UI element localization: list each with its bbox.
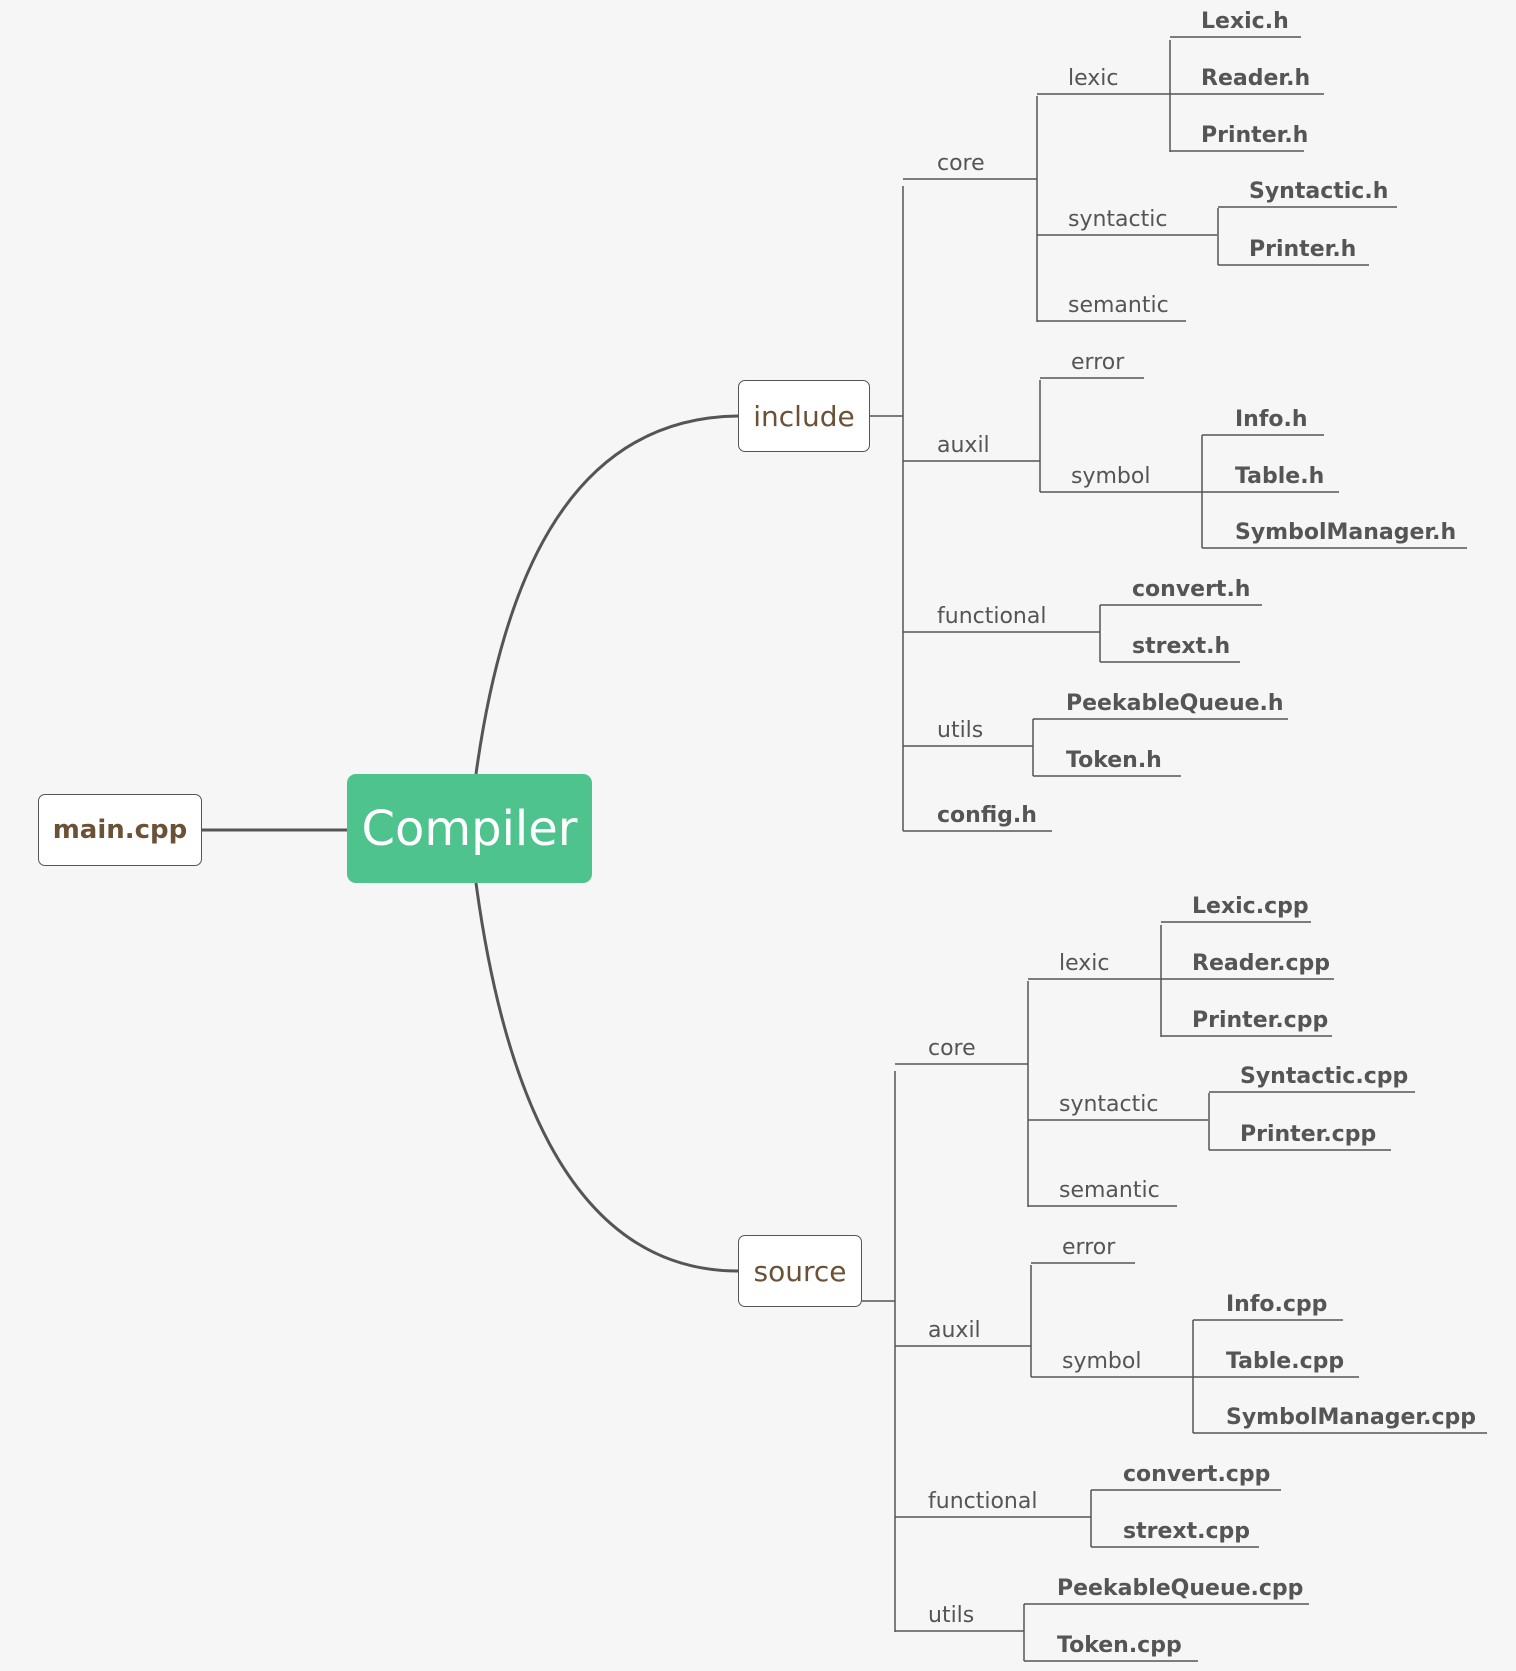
include-auxil[interactable]: auxil	[937, 433, 990, 458]
source-symbol-file-2[interactable]: SymbolManager.cpp	[1226, 1405, 1476, 1430]
include-functional-file-0[interactable]: convert.h	[1132, 577, 1250, 602]
source-auxil[interactable]: auxil	[928, 1318, 981, 1343]
node-include[interactable]: include	[738, 380, 870, 452]
include-lexic-file-1[interactable]: Reader.h	[1201, 66, 1310, 91]
source-core[interactable]: core	[928, 1036, 976, 1061]
source-symbol-file-0[interactable]: Info.cpp	[1226, 1292, 1327, 1317]
include-lexic-file-0[interactable]: Lexic.h	[1201, 9, 1289, 34]
source-error[interactable]: error	[1062, 1235, 1116, 1260]
include-functional-file-1[interactable]: strext.h	[1132, 634, 1230, 659]
include-syntactic-file-0[interactable]: Syntactic.h	[1249, 179, 1388, 204]
source-functional-file-0[interactable]: convert.cpp	[1123, 1462, 1270, 1487]
source-lexic-file-2[interactable]: Printer.cpp	[1192, 1008, 1328, 1033]
source-lexic[interactable]: lexic	[1059, 951, 1110, 976]
source-lexic-file-1[interactable]: Reader.cpp	[1192, 951, 1330, 976]
node-source[interactable]: source	[738, 1235, 862, 1307]
source-utils[interactable]: utils	[928, 1603, 974, 1628]
include-syntactic[interactable]: syntactic	[1068, 207, 1167, 232]
include-syntactic-file-1[interactable]: Printer.h	[1249, 237, 1356, 262]
root-node-compiler[interactable]: Compiler	[347, 774, 592, 883]
source-functional[interactable]: functional	[928, 1489, 1037, 1514]
source-syntactic-file-1[interactable]: Printer.cpp	[1240, 1122, 1376, 1147]
include-symbol-file-1[interactable]: Table.h	[1235, 464, 1324, 489]
include-lexic-file-2[interactable]: Printer.h	[1201, 123, 1308, 148]
labels: core auxil functional utils config.h lexic syn…	[928, 9, 1476, 1658]
edge-root-source	[474, 882, 739, 1273]
include-symbol-file-2[interactable]: SymbolManager.h	[1235, 520, 1456, 545]
source-utils-file-1[interactable]: Token.cpp	[1057, 1633, 1182, 1658]
include-symbol-file-0[interactable]: Info.h	[1235, 407, 1308, 432]
node-main-cpp[interactable]: main.cpp	[38, 794, 202, 866]
connectors	[202, 36, 1487, 1662]
include-semantic[interactable]: semantic	[1068, 293, 1169, 318]
include-symbol[interactable]: symbol	[1071, 464, 1150, 489]
include-config[interactable]: config.h	[937, 803, 1037, 828]
include-error[interactable]: error	[1071, 350, 1125, 375]
include-functional[interactable]: functional	[937, 604, 1046, 629]
source-utils-file-0[interactable]: PeekableQueue.cpp	[1057, 1576, 1303, 1601]
include-lexic[interactable]: lexic	[1068, 66, 1119, 91]
source-syntactic[interactable]: syntactic	[1059, 1092, 1158, 1117]
include-core[interactable]: core	[937, 151, 985, 176]
include-utils-file-0[interactable]: PeekableQueue.h	[1066, 691, 1284, 716]
source-semantic[interactable]: semantic	[1059, 1178, 1160, 1203]
source-lexic-file-0[interactable]: Lexic.cpp	[1192, 894, 1309, 919]
source-functional-file-1[interactable]: strext.cpp	[1123, 1519, 1250, 1544]
source-syntactic-file-0[interactable]: Syntactic.cpp	[1240, 1064, 1408, 1089]
source-symbol[interactable]: symbol	[1062, 1349, 1141, 1374]
edge-root-include	[474, 414, 739, 775]
source-symbol-file-1[interactable]: Table.cpp	[1226, 1349, 1344, 1374]
include-utils[interactable]: utils	[937, 718, 983, 743]
include-utils-file-1[interactable]: Token.h	[1066, 748, 1162, 773]
